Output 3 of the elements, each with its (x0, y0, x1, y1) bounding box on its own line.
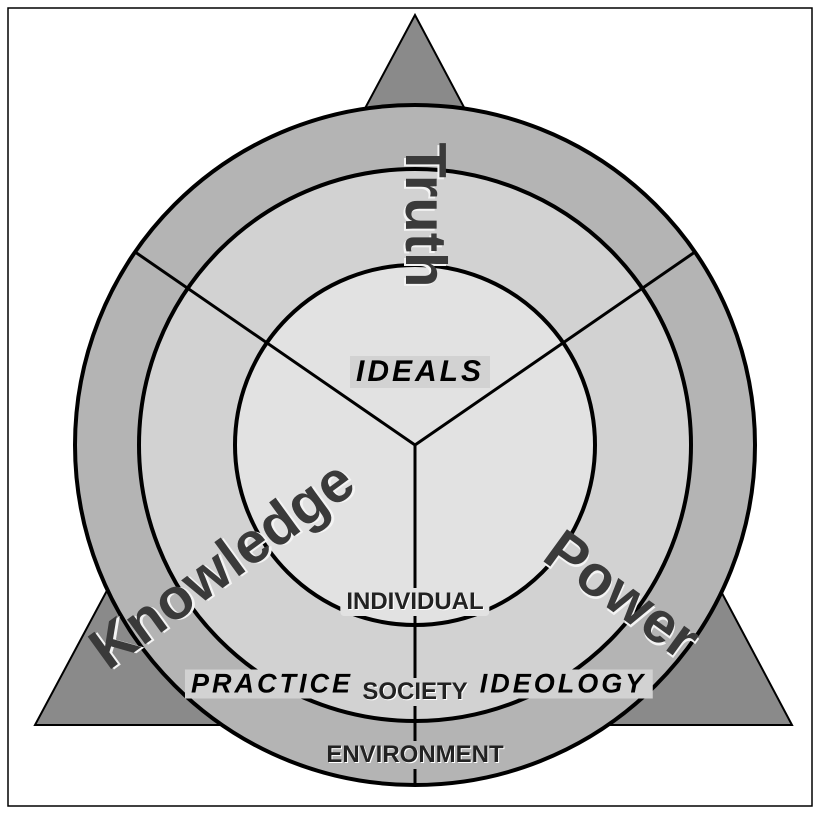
sector-label: IDEALS (350, 356, 490, 388)
ring-region (73, 103, 757, 787)
curved-theme-word: Truth (396, 142, 454, 288)
